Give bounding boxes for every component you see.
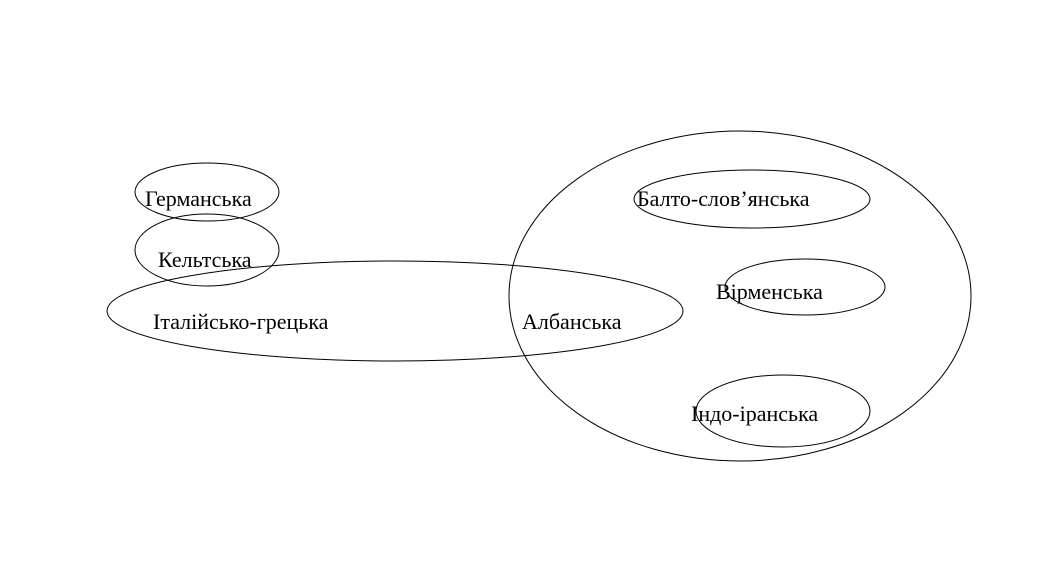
italo-greek-ellipse [106,260,684,362]
celtic-ellipse [134,213,280,287]
indo-iranian-ellipse [695,374,871,448]
germanic-label: Германська [145,186,252,211]
italo-greek-label: Італійсько-грецька [153,309,329,334]
balto-slavic-label: Балто-слов’янська [637,186,810,211]
albanian-label: Албанська [522,309,622,334]
armenian-ellipse [724,258,886,316]
germanic-ellipse [134,162,280,222]
celtic-label: Кельтська [158,247,252,272]
indo-iranian-label: Індо-іранська [691,401,818,426]
balto-slavic-ellipse [633,169,871,229]
armenian-label: Вірменська [716,279,823,304]
eastern-group-ellipse [508,130,972,462]
